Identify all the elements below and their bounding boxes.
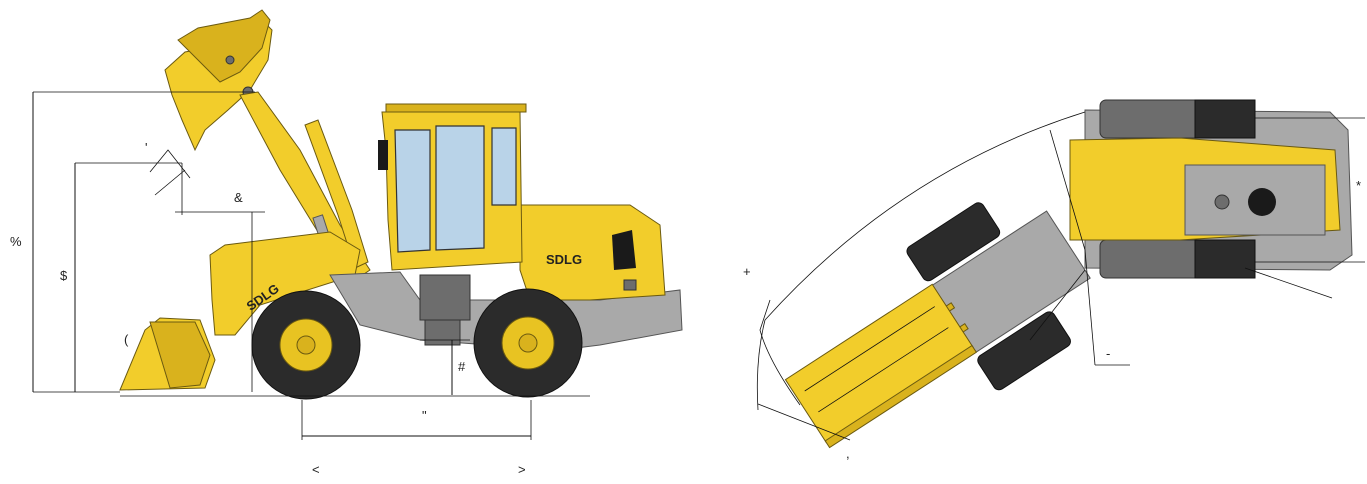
side-dimension-labels: % $ & # " ' ( < > — [10, 140, 526, 477]
label-width: * — [1356, 178, 1361, 193]
cab — [378, 103, 527, 271]
side-dimension-lines — [32, 91, 590, 440]
label-inner-radius: , — [846, 446, 850, 461]
front-wheel — [251, 290, 361, 400]
top-bucket — [784, 283, 978, 449]
rear-frame — [1069, 99, 1353, 279]
engine-hood: SDLG — [519, 204, 666, 301]
top-view: + , - * — [743, 99, 1365, 461]
lowered-bucket: SDLG — [119, 231, 361, 391]
label-wheelbase: " — [422, 408, 427, 423]
side-view: SDLG SDLG — [10, 9, 683, 477]
label-mark-left: < — [312, 462, 320, 477]
top-dimension-lines — [756, 111, 1365, 441]
rear-wheel — [473, 288, 583, 398]
label-dump-reach: & — [234, 190, 243, 205]
label-hinge-height: $ — [60, 268, 68, 283]
hood-brand-text: SDLG — [546, 252, 582, 267]
top-dimension-labels: + , - * — [743, 178, 1361, 461]
label-mark-right: > — [518, 462, 526, 477]
label-ground-clearance: # — [458, 359, 466, 374]
raised-bucket — [164, 9, 273, 152]
label-dump-angle: ' — [145, 140, 147, 155]
label-overall-height: % — [10, 234, 22, 249]
label-articulation: - — [1106, 346, 1110, 361]
label-rollback-angle: ( — [124, 332, 129, 347]
label-outer-radius: + — [743, 264, 751, 279]
